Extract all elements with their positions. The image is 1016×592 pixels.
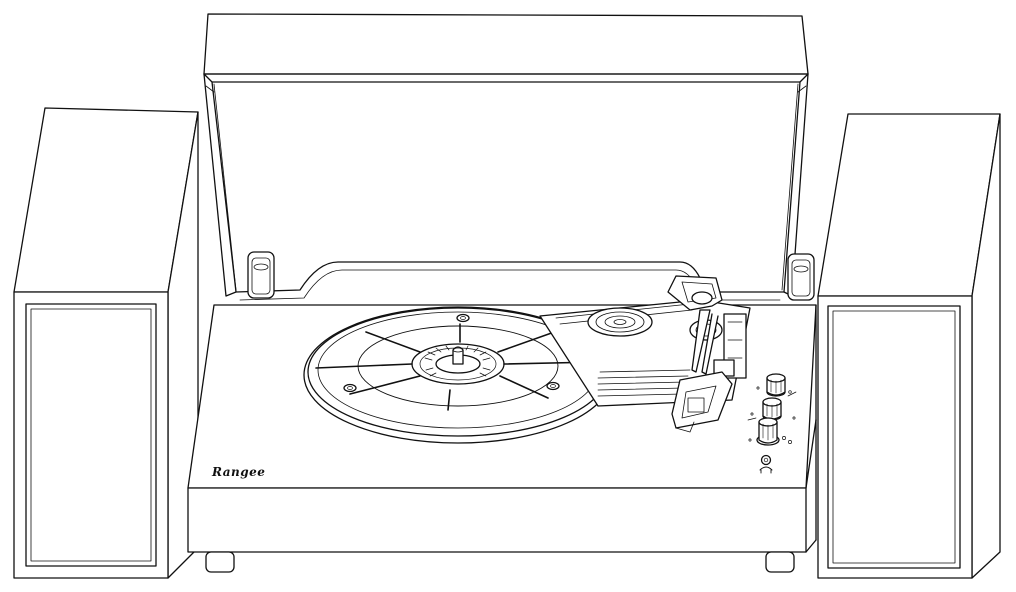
dust-cover — [203, 13, 815, 301]
selector-knob[interactable] — [762, 397, 782, 421]
spindle — [452, 346, 464, 365]
adapter-disc — [587, 307, 653, 337]
platter-screw-left — [343, 383, 357, 393]
speed-knob[interactable] — [766, 373, 786, 397]
counterweight — [667, 275, 723, 311]
foot-right — [765, 551, 795, 573]
volume-knob[interactable] — [756, 417, 780, 446]
right-speaker-grille — [827, 305, 961, 569]
right-hinge — [787, 253, 815, 301]
headphone-jack[interactable] — [759, 454, 773, 474]
brand-logo: Rangee — [211, 465, 265, 479]
platter-screw-top — [456, 313, 470, 323]
right-speaker — [817, 113, 1001, 579]
tonearm[interactable] — [667, 275, 747, 433]
control-panel — [747, 373, 797, 474]
headshell — [671, 371, 733, 433]
foot-left — [205, 551, 235, 573]
left-hinge — [247, 251, 275, 299]
platter-screw-right — [546, 381, 560, 391]
left-speaker — [13, 107, 199, 579]
platter — [303, 306, 613, 444]
left-speaker-grille — [25, 303, 157, 567]
